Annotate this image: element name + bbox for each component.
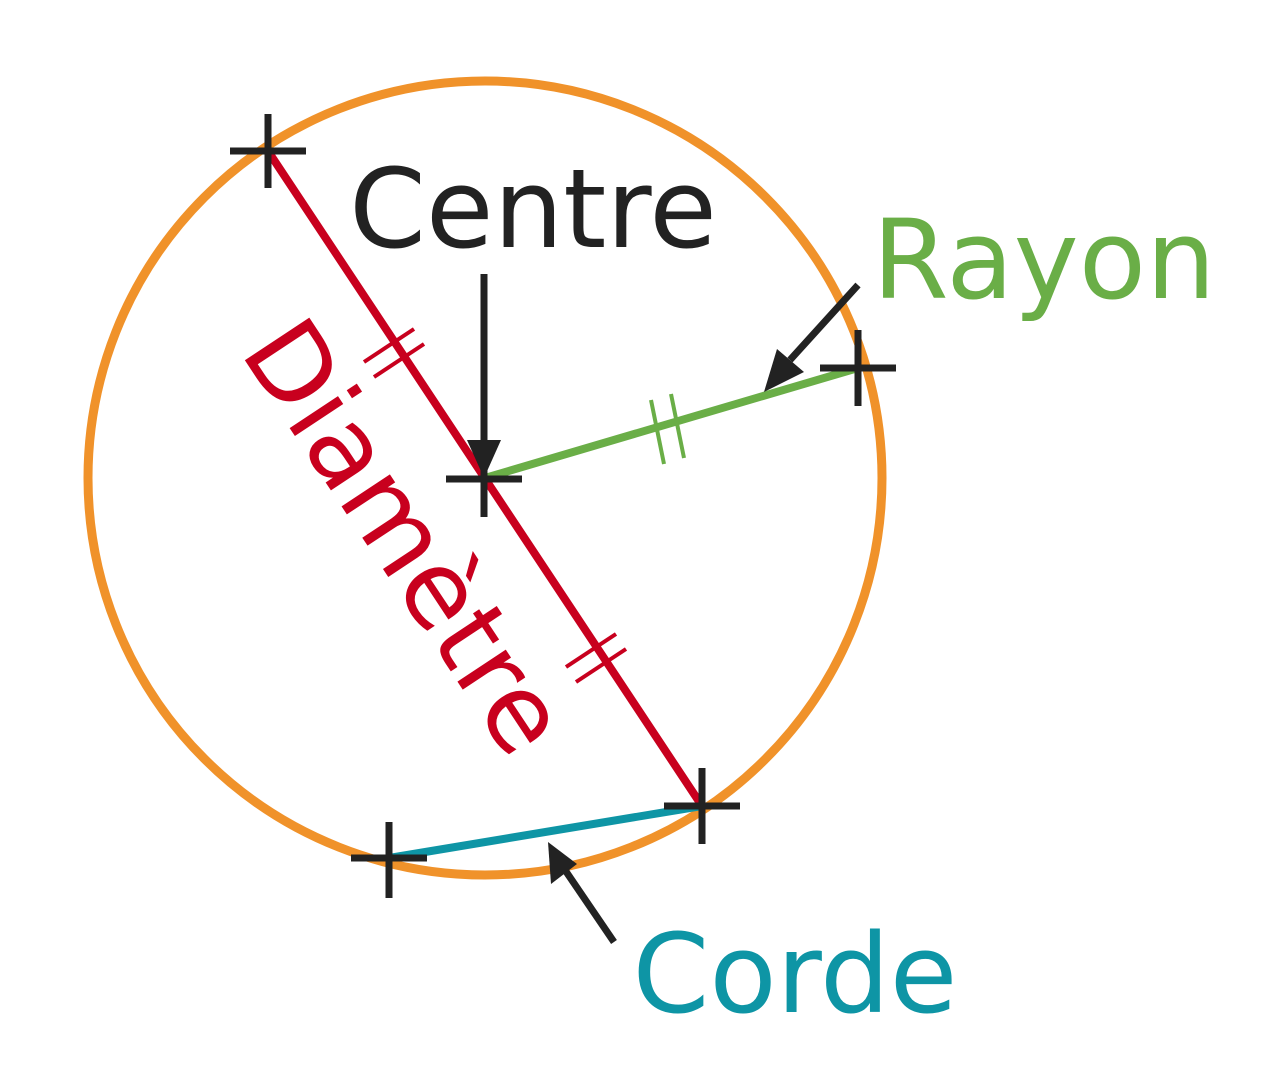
chord-segment xyxy=(385,802,706,862)
diameter-tick-lower xyxy=(564,632,628,684)
label-diametre: Diamètre xyxy=(218,298,592,777)
centre-arrow xyxy=(467,274,501,478)
diameter-tick-upper xyxy=(362,327,426,379)
label-centre: Centre xyxy=(349,145,717,273)
radius-tick xyxy=(649,393,686,465)
point-chord-end xyxy=(351,822,427,898)
label-corde: Corde xyxy=(633,910,958,1038)
point-radius-end xyxy=(820,330,896,406)
point-diameter-top xyxy=(230,114,306,188)
corde-arrow xyxy=(548,842,617,944)
label-rayon: Rayon xyxy=(872,196,1216,324)
circle xyxy=(83,76,887,880)
radius-segment xyxy=(481,364,862,482)
point-diameter-bottom xyxy=(664,768,740,844)
rayon-arrow xyxy=(764,282,861,392)
